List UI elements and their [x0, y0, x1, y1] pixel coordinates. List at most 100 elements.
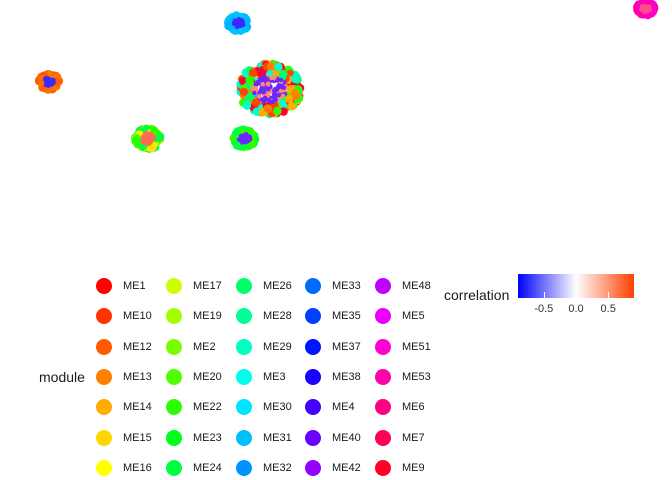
legend-label: ME30: [263, 401, 292, 414]
cluster-point: [287, 102, 296, 111]
legend-label: ME24: [193, 461, 222, 474]
legend-swatch: [236, 399, 252, 416]
legend-item-me35: ME35: [305, 306, 361, 326]
legend-swatch: [96, 308, 112, 325]
colorbar-tickmark: [543, 292, 545, 298]
cluster-point: [279, 107, 288, 116]
legend-swatch: [375, 459, 391, 476]
legend-swatch: [236, 429, 252, 446]
legend-swatch: [96, 368, 112, 385]
legend-item-me20: ME20: [166, 367, 222, 387]
cluster-core-point: [642, 3, 647, 9]
cluster-core-point: [236, 23, 242, 29]
legend-item-me24: ME24: [166, 458, 222, 478]
legend-swatch: [166, 368, 182, 385]
cluster-core-point: [279, 77, 284, 83]
legend-label: ME12: [123, 340, 152, 353]
legend-label: ME3: [263, 370, 286, 383]
legend-item-me29: ME29: [236, 337, 292, 357]
legend-label: ME10: [123, 310, 152, 323]
legend-label: ME53: [402, 370, 431, 383]
legend-label: ME37: [332, 340, 361, 353]
cluster-core-point: [239, 138, 244, 144]
cluster-point: [245, 75, 254, 85]
legend-item-me23: ME23: [166, 428, 222, 448]
colorbar-tickmark: [576, 292, 577, 298]
cluster-1: [224, 11, 252, 35]
cluster-core-point: [141, 134, 146, 140]
legend-swatch: [305, 399, 321, 416]
legend-swatch: [375, 278, 391, 294]
legend-label: ME16: [123, 461, 152, 474]
cluster-core-point: [275, 86, 280, 91]
legend-swatch: [375, 338, 391, 355]
legend-label: ME19: [193, 310, 222, 323]
legend-label: ME13: [123, 370, 152, 383]
legend-item-me48: ME48: [375, 276, 431, 296]
cluster-core-point: [247, 134, 252, 139]
cluster-point: [285, 94, 294, 104]
legend-item-me40: ME40: [305, 428, 361, 448]
legend-label: ME9: [402, 461, 425, 474]
legend-item-me37: ME37: [305, 337, 361, 357]
legend-swatch: [305, 459, 321, 476]
legend-swatch: [96, 429, 112, 446]
cluster-core-point: [252, 90, 257, 96]
legend-item-me5: ME5: [375, 306, 425, 326]
cluster-core-point: [272, 88, 277, 93]
legend-swatch: [166, 429, 182, 446]
legend-label: ME40: [332, 431, 361, 444]
cluster-5: [229, 125, 260, 152]
cluster-point: [239, 87, 248, 97]
legend-label: ME23: [193, 431, 222, 444]
legend-item-me51: ME51: [375, 337, 431, 357]
legend-swatch: [96, 399, 112, 416]
legend-label: ME22: [193, 401, 222, 414]
cluster-core-point: [238, 20, 244, 25]
legend-label: ME15: [123, 431, 152, 444]
legend-swatch: [305, 308, 321, 325]
cluster-3: [236, 59, 305, 119]
legend-label: ME38: [332, 370, 361, 383]
legend-item-me10: ME10: [96, 306, 152, 326]
legend-label: ME4: [332, 401, 355, 414]
legend-item-me13: ME13: [96, 367, 152, 387]
cluster-point: [155, 133, 164, 143]
cluster-core-point: [266, 87, 271, 92]
legend-item-me6: ME6: [375, 397, 425, 417]
legend-item-me30: ME30: [236, 397, 292, 417]
legend-label: ME20: [193, 370, 222, 383]
legend-swatch: [305, 278, 321, 294]
legend-swatch: [375, 308, 391, 325]
legend-swatch: [375, 368, 391, 385]
legend-item-me2: ME2: [166, 337, 216, 357]
legend-item-me12: ME12: [96, 337, 152, 357]
legend-item-me14: ME14: [96, 397, 152, 417]
legend-label: ME32: [263, 461, 292, 474]
legend-label: ME35: [332, 310, 361, 323]
legend-item-me15: ME15: [96, 428, 152, 448]
module-legend-title: module: [39, 369, 85, 385]
legend-item-me1: ME1: [96, 276, 146, 296]
cluster-6: [633, 0, 659, 20]
legend-item-me31: ME31: [236, 428, 292, 448]
cluster-layer: [34, 0, 659, 153]
cluster-point: [291, 74, 300, 84]
legend-item-me42: ME42: [305, 458, 361, 478]
colorbar-tick-label: 0.5: [600, 303, 616, 315]
cluster-point: [274, 62, 283, 71]
legend-label: ME51: [402, 340, 431, 353]
legend-swatch: [236, 308, 252, 325]
cluster-core-point: [642, 9, 647, 15]
legend-item-me28: ME28: [236, 306, 292, 326]
cluster-core-point: [278, 88, 283, 94]
legend-label: ME33: [332, 280, 361, 292]
cluster-core-point: [276, 93, 281, 98]
cluster-point: [267, 61, 276, 71]
legend-swatch: [96, 459, 112, 476]
cluster-point: [248, 68, 258, 78]
legend-item-me4: ME4: [305, 397, 355, 417]
legend-item-me38: ME38: [305, 367, 361, 387]
legend-label: ME2: [193, 340, 216, 353]
